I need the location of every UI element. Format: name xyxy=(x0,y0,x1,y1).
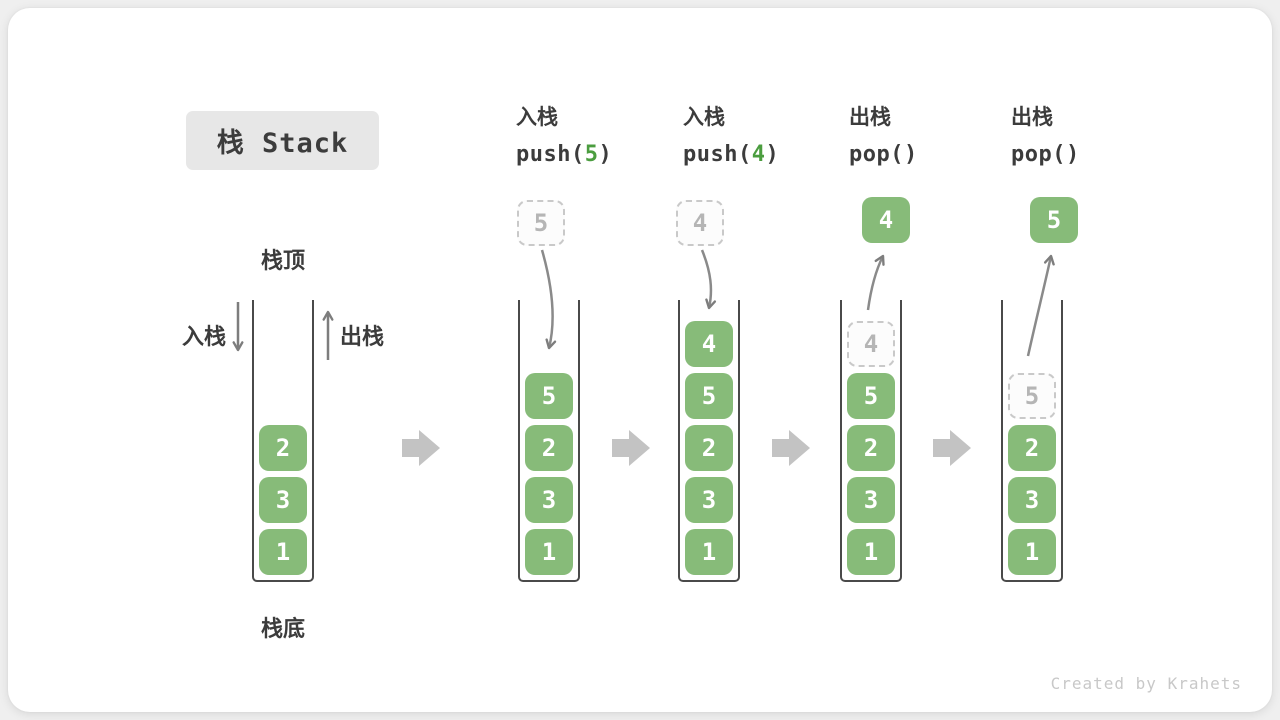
op-code: push(5) xyxy=(516,140,612,170)
stack-container-push-4 xyxy=(678,300,740,582)
op-header-pop-4: 出栈 pop() xyxy=(849,104,918,170)
label-stack-top: 栈顶 xyxy=(260,248,305,273)
stack-item: 2 xyxy=(1008,425,1056,471)
stack-item: 1 xyxy=(259,529,307,575)
stack-item: 3 xyxy=(847,477,895,523)
op-label: 出栈 xyxy=(1011,106,1053,129)
label-pop-side: 出栈 xyxy=(340,324,385,349)
watermark: Created by Krahets xyxy=(1050,674,1242,693)
step-arrow-icon xyxy=(612,430,650,466)
code-pre: pop() xyxy=(849,142,918,167)
code-pre: push( xyxy=(683,142,752,167)
stack-item: 1 xyxy=(685,529,733,575)
stack-item: 2 xyxy=(685,425,733,471)
code-arg: 5 xyxy=(584,142,599,167)
step-arrow-icon xyxy=(772,430,810,466)
op-label: 入栈 xyxy=(683,106,725,129)
step-arrow-icon xyxy=(933,430,971,466)
stack-item: 3 xyxy=(525,477,573,523)
op-code: pop() xyxy=(849,140,918,170)
stack-item: 3 xyxy=(259,477,307,523)
stack-container-initial xyxy=(252,300,314,582)
code-post: ) xyxy=(765,142,780,167)
code-pre: pop() xyxy=(1011,142,1080,167)
stack-container-push-5 xyxy=(518,300,580,582)
op-code: pop() xyxy=(1011,140,1080,170)
op-code: push(4) xyxy=(683,140,779,170)
stack-item: 2 xyxy=(259,425,307,471)
floating-item-pop-4: 4 xyxy=(862,197,910,243)
floating-item-push-5: 5 xyxy=(517,200,565,246)
stack-container-pop-5 xyxy=(1001,300,1063,582)
diagram-card: 栈 Stack 栈顶 栈底 入栈 出栈 入栈 push(5) 入栈 push(4… xyxy=(8,8,1272,712)
code-pre: push( xyxy=(516,142,585,167)
code-post: ) xyxy=(598,142,613,167)
op-header-pop-5: 出栈 pop() xyxy=(1011,104,1080,170)
op-label: 入栈 xyxy=(516,106,558,129)
stack-item: 2 xyxy=(525,425,573,471)
op-label: 出栈 xyxy=(849,106,891,129)
code-arg: 4 xyxy=(751,142,766,167)
stack-item: 5 xyxy=(685,373,733,419)
stack-item: 4 xyxy=(685,321,733,367)
label-stack-bottom: 栈底 xyxy=(260,616,305,641)
title-badge: 栈 Stack xyxy=(186,111,379,170)
floating-item-push-4: 4 xyxy=(676,200,724,246)
title-text: 栈 Stack xyxy=(216,128,349,159)
stack-container-pop-4 xyxy=(840,300,902,582)
label-push-side: 入栈 xyxy=(181,324,226,349)
stack-item: 1 xyxy=(847,529,895,575)
stack-item-ghost: 5 xyxy=(1008,373,1056,419)
stack-item: 3 xyxy=(1008,477,1056,523)
op-header-push-4: 入栈 push(4) xyxy=(683,104,779,170)
op-header-push-5: 入栈 push(5) xyxy=(516,104,612,170)
stack-item: 1 xyxy=(1008,529,1056,575)
step-arrow-icon xyxy=(402,430,440,466)
stack-item: 5 xyxy=(847,373,895,419)
stack-item: 1 xyxy=(525,529,573,575)
floating-item-pop-5: 5 xyxy=(1030,197,1078,243)
stack-item: 2 xyxy=(847,425,895,471)
stack-item: 3 xyxy=(685,477,733,523)
stack-item-ghost: 4 xyxy=(847,321,895,367)
stack-item: 5 xyxy=(525,373,573,419)
